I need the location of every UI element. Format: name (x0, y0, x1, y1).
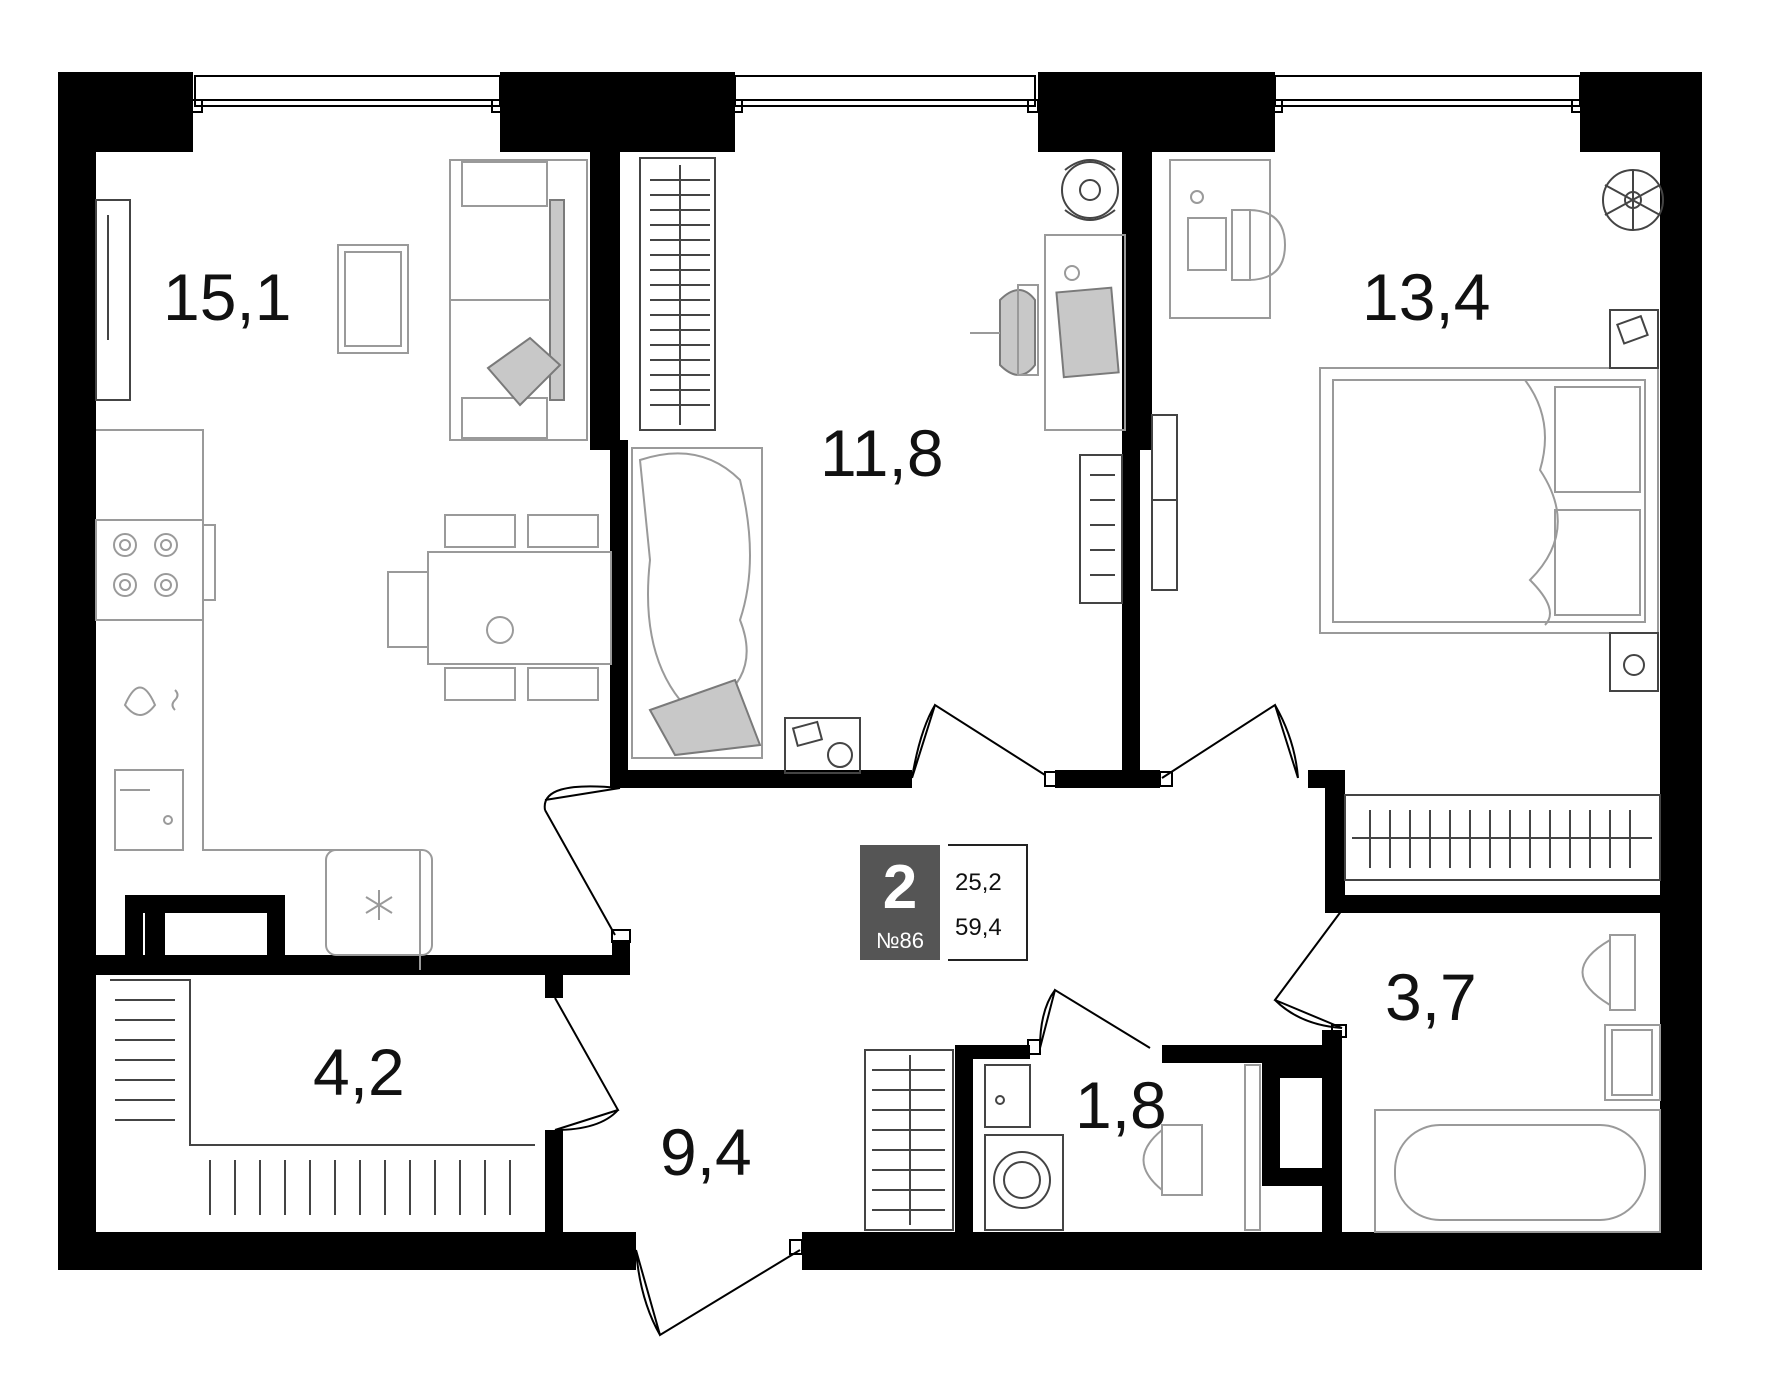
total-area: 59,4 (955, 914, 1002, 941)
room-area-bedroom-1: 11,8 (820, 416, 944, 490)
room-area-hall: 9,4 (660, 1115, 752, 1189)
plant-icon (1061, 159, 1119, 221)
doors (543, 703, 1347, 1337)
living-area: 25,2 (955, 869, 1002, 896)
room-labels: 15,1 11,8 13,4 4,2 9,4 1,8 3,7 (163, 260, 1490, 1189)
apartment-info-badge: 2 №86 25,2 59,4 (860, 844, 1028, 961)
furniture (95, 157, 1664, 1233)
wardrobe-hangers-1 (650, 179, 710, 406)
room-area-wc: 1,8 (1075, 1068, 1167, 1142)
window-bedroom-1 (731, 75, 1039, 113)
walls (58, 72, 1702, 1270)
room-area-living-kitchen: 15,1 (163, 260, 291, 334)
door-bedroom-1 (911, 703, 1046, 779)
door-storage (554, 997, 620, 1131)
door-living (543, 785, 621, 936)
window-bedroom-2 (1271, 75, 1583, 113)
door-bathroom (1273, 909, 1343, 1029)
room-area-storage: 4,2 (313, 1035, 405, 1109)
door-bedroom-2 (1161, 703, 1299, 779)
plant-icon (1602, 169, 1664, 231)
door-entrance (635, 1249, 801, 1337)
rooms-count: 2 (883, 853, 917, 922)
door-wc (1039, 988, 1151, 1049)
windows (191, 75, 1583, 113)
room-area-bedroom-2: 13,4 (1362, 260, 1490, 334)
apartment-number: №86 (876, 928, 924, 953)
window-living (191, 75, 503, 113)
room-area-bathroom: 3,7 (1385, 960, 1477, 1034)
